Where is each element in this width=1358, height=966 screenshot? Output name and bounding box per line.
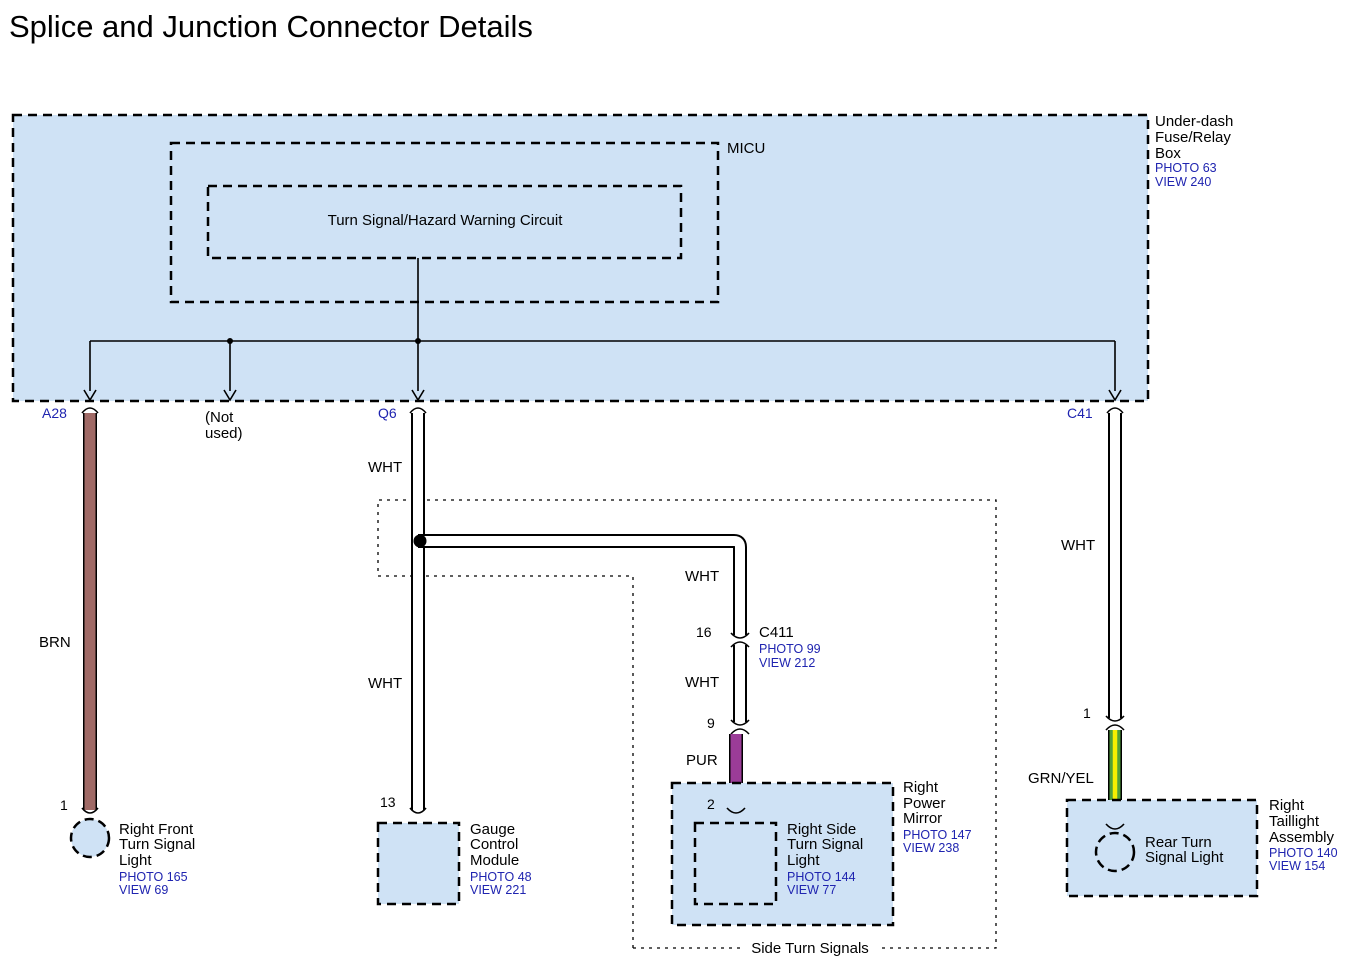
gauge-pin-13: 13 xyxy=(380,794,396,810)
taillight-photo-link[interactable]: PHOTO 140 xyxy=(1269,846,1338,860)
mirror-photo-link[interactable]: PHOTO 147 xyxy=(903,828,972,842)
not-used-label-line-1: (Not xyxy=(205,409,234,426)
rear-light-name-line-2: Signal Light xyxy=(1145,849,1224,866)
fuse-box-photo-link[interactable]: PHOTO 63 xyxy=(1155,161,1217,175)
right-front-turn-signal-light xyxy=(69,817,111,859)
side-light-photo-link[interactable]: PHOTO 144 xyxy=(787,870,856,884)
fuse-box-view-link[interactable]: VIEW 240 xyxy=(1155,175,1211,189)
c411-pin-16: 16 xyxy=(696,624,712,640)
not-used-label-line-2: used) xyxy=(205,425,243,442)
turn-signal-circuit-label: Turn Signal/Hazard Warning Circuit xyxy=(328,212,564,229)
gauge-name-line-1: Gauge xyxy=(470,821,515,838)
c411-photo-link[interactable]: PHOTO 99 xyxy=(759,642,821,656)
front-light-view-link[interactable]: VIEW 69 xyxy=(119,883,168,897)
side-light-name-line-3: Light xyxy=(787,852,820,869)
front-light-cap xyxy=(81,807,99,814)
front-light-name-line-1: Right Front xyxy=(119,821,194,838)
side-turn-signals-region xyxy=(377,499,997,949)
micu-label: MICU xyxy=(727,140,765,157)
taillight-name-line-2: Taillight xyxy=(1269,813,1320,830)
front-light-name-line-2: Turn Signal xyxy=(119,836,195,853)
mirror-name-line-3: Mirror xyxy=(903,810,942,827)
right-side-turn-signal-light xyxy=(693,821,778,906)
connector-taillight-pin-1-symbol xyxy=(1105,715,1125,731)
side-light-name-line-2: Turn Signal xyxy=(787,836,863,853)
taillight-pin-1: 1 xyxy=(1083,705,1091,721)
bus-junction-not-used xyxy=(227,338,233,344)
fuse-box-name-line-3: Box xyxy=(1155,145,1181,162)
page-title: Splice and Junction Connector Details xyxy=(9,9,533,44)
terminal-q6-label: Q6 xyxy=(378,405,397,421)
gauge-name-line-3: Module xyxy=(470,852,519,869)
fuse-box-name-line-1: Under-dash xyxy=(1155,113,1233,130)
c411-view-link[interactable]: VIEW 212 xyxy=(759,656,815,670)
gauge-control-module xyxy=(376,821,461,906)
bus-junction-q6 xyxy=(415,338,421,344)
taillight-name-line-1: Right xyxy=(1269,797,1305,814)
taillight-view-link[interactable]: VIEW 154 xyxy=(1269,859,1325,873)
micu-box xyxy=(169,141,720,304)
splice-point xyxy=(413,534,427,548)
wire-wht-branch-color xyxy=(418,536,745,722)
terminal-arrows xyxy=(83,389,1122,402)
terminal-caps xyxy=(81,407,1124,414)
wire-grn-yel-label: GRN/YEL xyxy=(1028,770,1094,787)
wire-wht-branch-label: WHT xyxy=(685,568,719,585)
mirror-name-line-1: Right xyxy=(903,779,939,796)
internal-bus xyxy=(89,258,1116,391)
turn-signal-circuit-box xyxy=(206,184,683,260)
wire-wht-below-c411-label: WHT xyxy=(685,674,719,691)
gauge-photo-link[interactable]: PHOTO 48 xyxy=(470,870,532,884)
mirror-view-link[interactable]: VIEW 238 xyxy=(903,841,959,855)
rear-light-cap xyxy=(1105,823,1125,830)
connector-c411-symbol xyxy=(730,632,750,648)
gauge-cap xyxy=(409,807,427,814)
wire-pur-label: PUR xyxy=(686,752,718,769)
rear-turn-signal-light xyxy=(1094,831,1136,873)
wire-wht-q6-upper-label: WHT xyxy=(368,459,402,476)
side-pin-9: 9 xyxy=(707,715,715,731)
side-light-name-line-1: Right Side xyxy=(787,821,856,838)
gauge-name-line-2: Control xyxy=(470,836,518,853)
mirror-name-line-2: Power xyxy=(903,795,946,812)
terminal-a28-label: A28 xyxy=(42,405,67,421)
wire-wht-c41-label: WHT xyxy=(1061,537,1095,554)
front-light-pin-1: 1 xyxy=(60,797,68,813)
taillight-name-line-3: Assembly xyxy=(1269,829,1335,846)
rear-light-name-line-1: Rear Turn xyxy=(1145,834,1212,851)
side-light-pin-2: 2 xyxy=(707,796,715,812)
terminal-c41-label: C41 xyxy=(1067,405,1093,421)
side-light-cap xyxy=(726,807,746,814)
side-turn-signals-label: Side Turn Signals xyxy=(751,940,869,957)
side-light-view-link[interactable]: VIEW 77 xyxy=(787,883,836,897)
connector-pin-9-symbol xyxy=(730,719,750,735)
front-light-photo-link[interactable]: PHOTO 165 xyxy=(119,870,188,884)
side-turn-signals-label-bg xyxy=(742,938,878,958)
fuse-box-name-line-2: Fuse/Relay xyxy=(1155,129,1231,146)
gauge-view-link[interactable]: VIEW 221 xyxy=(470,883,526,897)
front-light-name-line-3: Light xyxy=(119,852,152,869)
wire-brn-label: BRN xyxy=(39,634,71,651)
wire-wht-q6-lower-label: WHT xyxy=(368,675,402,692)
connector-c411-label: C411 xyxy=(759,624,794,641)
